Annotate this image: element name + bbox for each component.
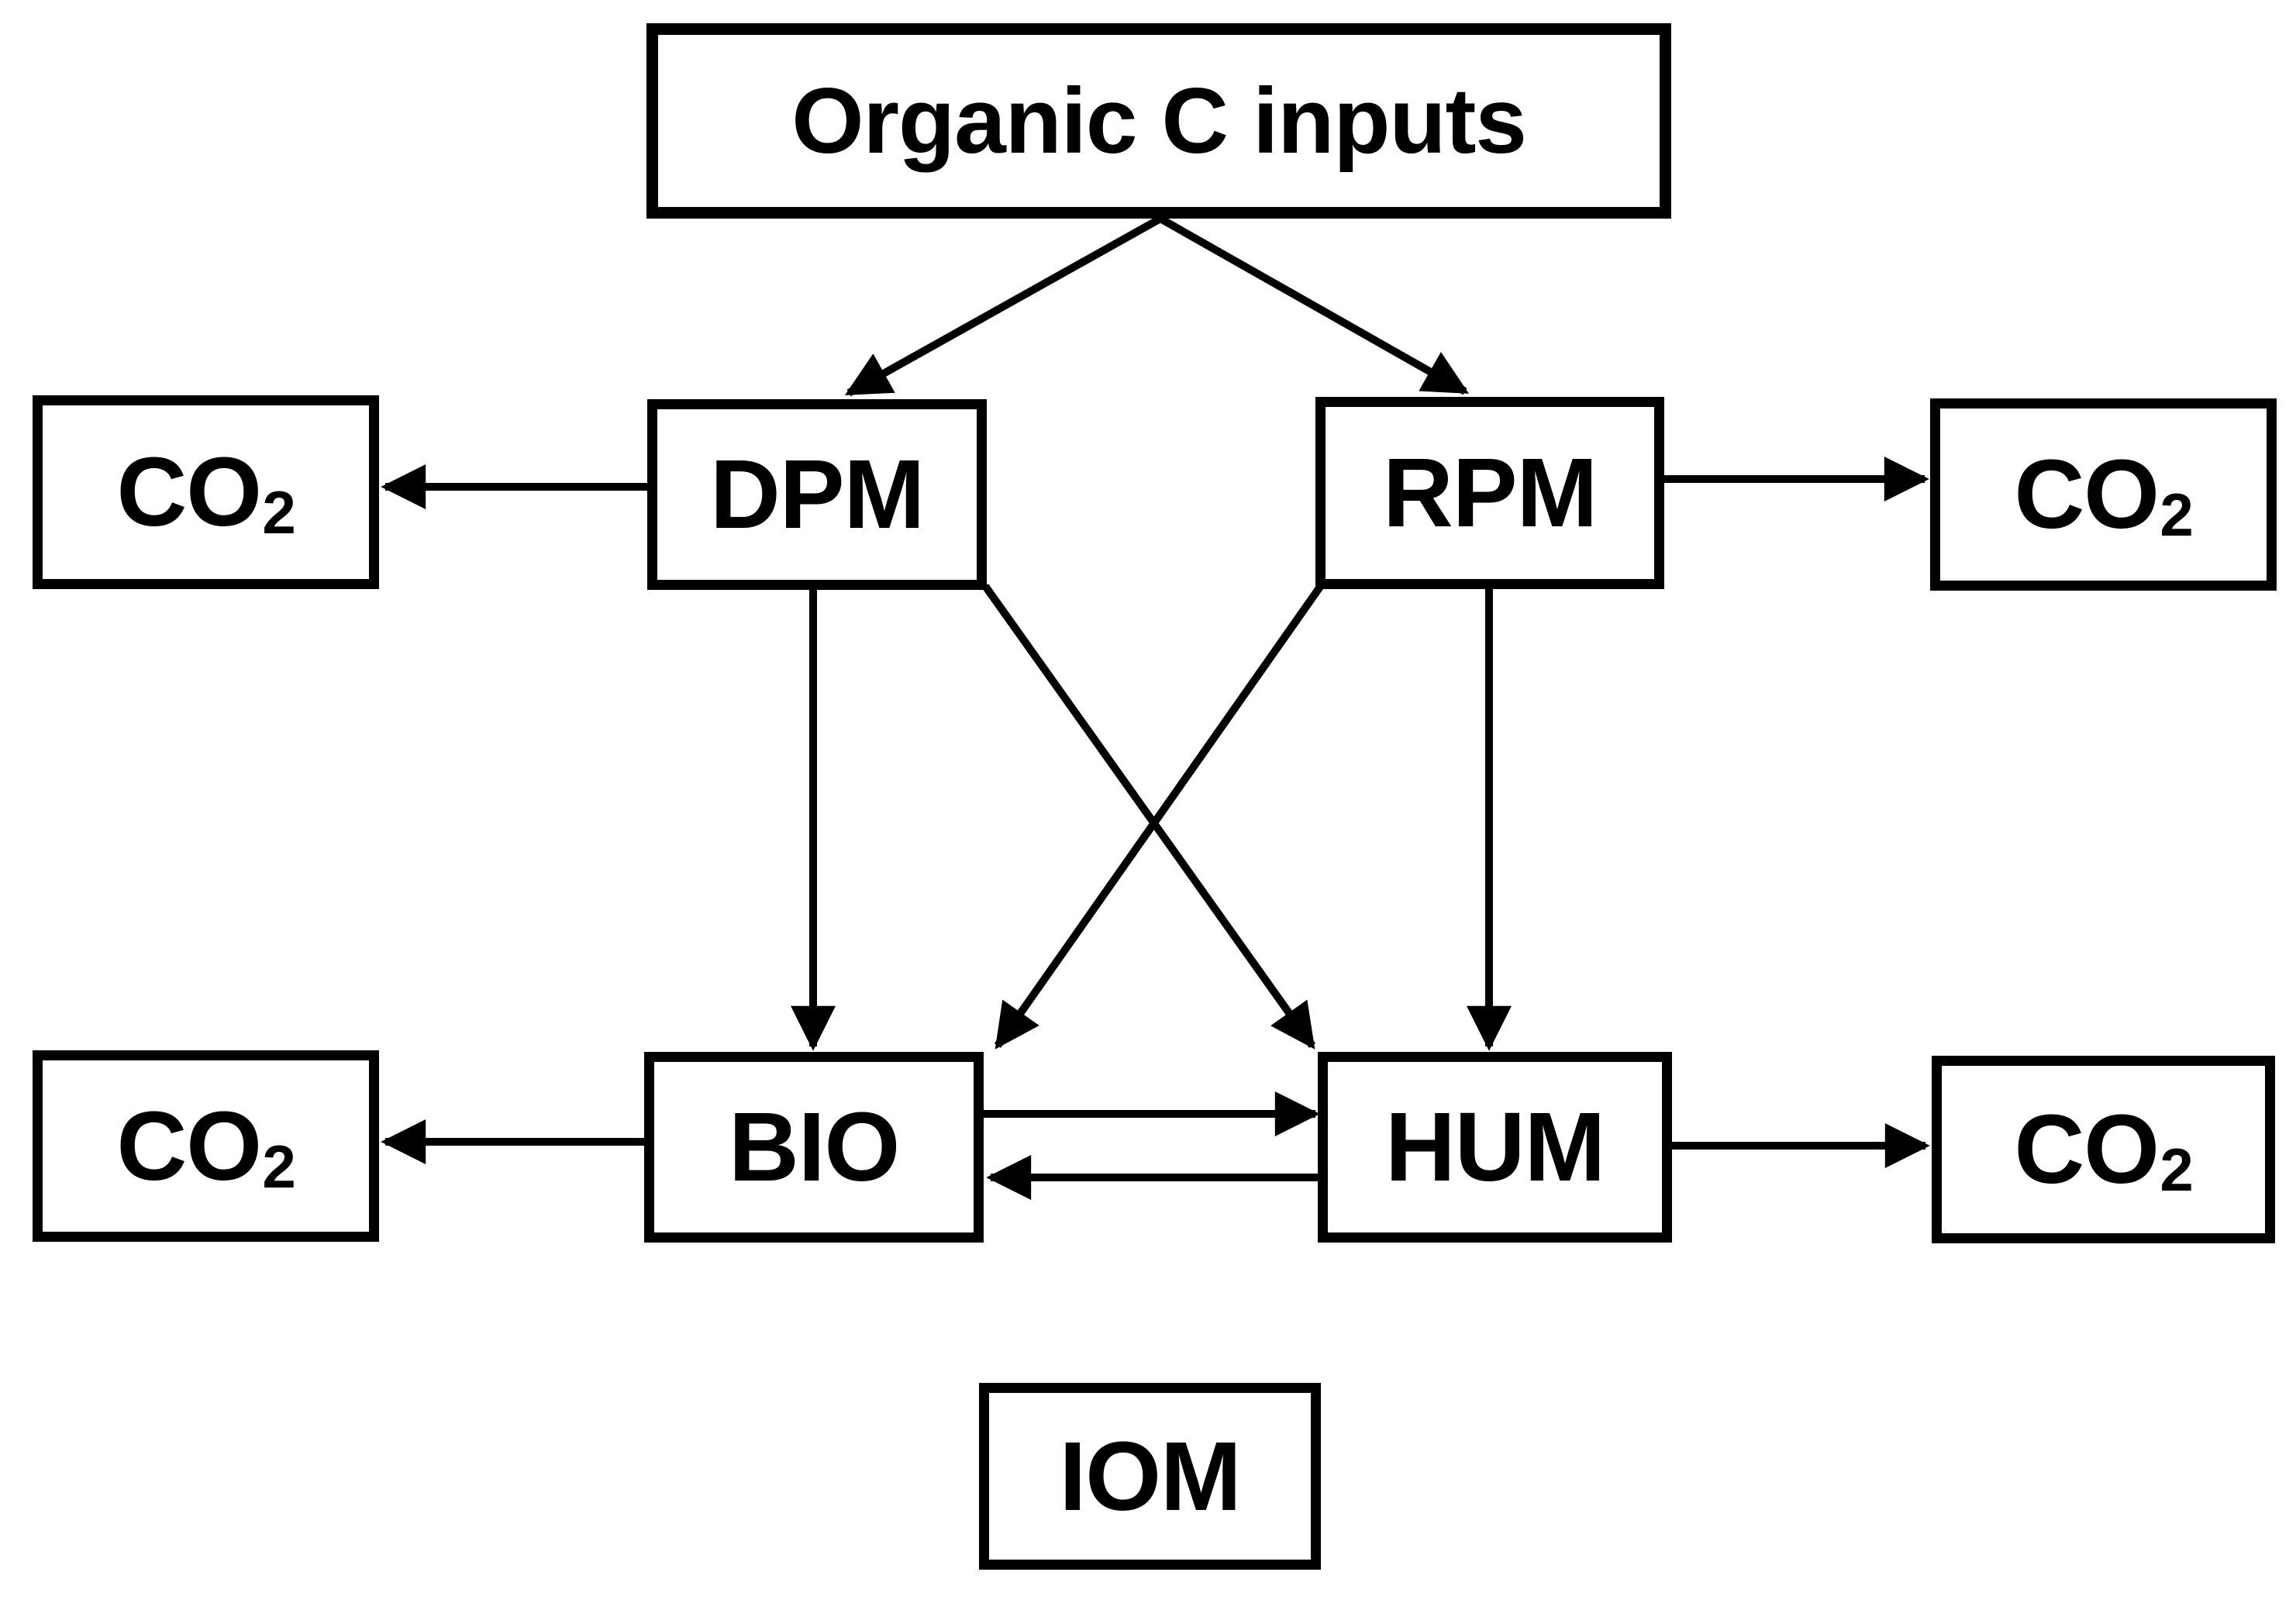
node-label: IOM [1059, 1421, 1241, 1531]
node-rpm: RPM [1315, 397, 1664, 589]
node-label: CO [2014, 1095, 2160, 1204]
node-hum: HUM [1318, 1052, 1672, 1243]
edge-organic-to-dpm [844, 215, 1163, 397]
node-dpm: DPM [647, 399, 987, 590]
node-label-subscript: 2 [262, 1132, 295, 1201]
node-label-subscript: 2 [2160, 481, 2193, 550]
node-label-subscript: 2 [262, 478, 295, 547]
node-label: HUM [1384, 1092, 1605, 1201]
node-iom: IOM [979, 1383, 1321, 1570]
node-label: DPM [709, 440, 925, 549]
node-label: BIO [728, 1092, 900, 1201]
node-label: CO [2014, 440, 2160, 549]
edge-rpm-to-bio [994, 584, 1324, 1050]
node-bio: BIO [644, 1052, 984, 1243]
node-label-subscript: 2 [2160, 1136, 2193, 1205]
edge-organic-to-rpm [1158, 215, 1470, 395]
node-label: Organic C inputs [791, 69, 1527, 173]
node-label: CO [116, 437, 262, 546]
node-label: CO [116, 1091, 262, 1201]
edge-group [381, 215, 1930, 1201]
edge-dpm-to-hum [981, 584, 1316, 1050]
node-organic-c-inputs: Organic C inputs [646, 23, 1671, 219]
node-label: RPM [1382, 438, 1598, 547]
